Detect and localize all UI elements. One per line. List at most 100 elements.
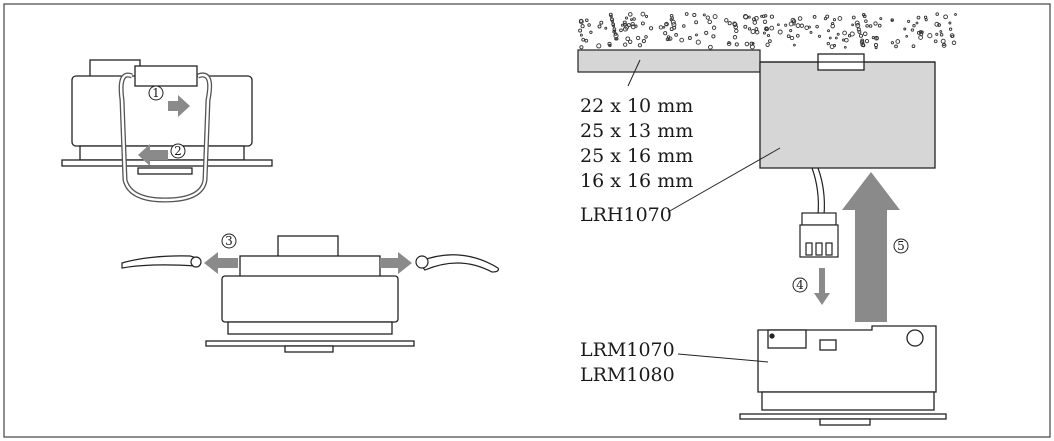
ceiling-texture-dot xyxy=(851,23,854,27)
cable-size-2: 25 x 13 mm xyxy=(580,120,693,142)
ceiling-texture-dot xyxy=(851,15,856,20)
ceiling-texture-dot xyxy=(584,38,589,43)
ceiling-texture-dot xyxy=(608,12,613,17)
ceiling-texture-dot xyxy=(705,15,710,20)
ceiling-texture-dot xyxy=(597,24,602,29)
ceiling-texture-dot xyxy=(825,14,830,19)
ceiling-texture-dot xyxy=(694,20,699,25)
arrow-right-icon xyxy=(380,252,412,274)
ceiling-texture-dot xyxy=(628,12,633,17)
ceiling-texture-dot xyxy=(599,20,604,25)
arrow-right-icon xyxy=(168,95,190,117)
ceiling-texture-dot xyxy=(843,45,847,49)
ceiling-texture-dot xyxy=(750,29,756,35)
ceiling-texture-dot xyxy=(623,22,627,27)
ceiling-texture-dot xyxy=(734,42,739,47)
ceiling-texture-dot xyxy=(948,21,952,25)
arrow-left-icon xyxy=(204,252,238,274)
ceiling-texture-dot xyxy=(612,24,616,28)
ceiling-texture-dot xyxy=(769,14,774,19)
ceiling-texture-dot xyxy=(766,33,771,38)
cable-size-3: 25 x 16 mm xyxy=(580,145,693,167)
ceiling-texture-dot xyxy=(752,20,758,25)
arrow-up-large-icon xyxy=(842,172,900,322)
ceiling-texture-dot xyxy=(942,42,946,47)
ceiling-texture-dot xyxy=(724,18,729,23)
ceiling-texture-dot xyxy=(915,21,919,25)
ceiling-texture-dot xyxy=(939,30,943,33)
ceiling-texture-dot xyxy=(842,30,847,36)
ceiling-texture-dot xyxy=(637,43,642,48)
step-4-badge: 4 xyxy=(792,277,808,293)
ceiling-texture-dot xyxy=(868,24,873,28)
ceiling-texture-dot xyxy=(873,21,878,26)
module-side-view-2 xyxy=(205,235,415,353)
ceiling-texture-dot xyxy=(579,45,584,50)
ceiling-texture-dot xyxy=(578,19,584,25)
ceiling-texture-dot xyxy=(916,15,921,20)
ceiling-texture-dot xyxy=(859,40,865,45)
ceiling-texture-dot xyxy=(649,26,654,31)
ceiling-texture-dot xyxy=(939,32,944,37)
module-cable xyxy=(811,167,825,216)
ceiling-texture-dot xyxy=(635,35,641,41)
ceiling-texture-dot xyxy=(844,37,849,43)
ceiling-texture-dot xyxy=(644,14,649,18)
ceiling-texture-dot xyxy=(634,24,638,28)
ceiling-texture-dot xyxy=(628,39,633,44)
ceiling-texture-dot xyxy=(951,40,957,46)
ceiling-texture-dot xyxy=(890,41,894,45)
ceiling-texture-dot xyxy=(607,41,612,46)
ceiling-texture-dot xyxy=(860,42,865,48)
ceiling-texture-dot xyxy=(910,28,915,32)
step-2-badge: 2 xyxy=(170,143,186,159)
ceiling-texture-dot xyxy=(747,27,752,31)
ceiling-texture-dot xyxy=(587,23,591,27)
ceiling-texture-dot xyxy=(920,30,924,34)
ceiling-texture-dot xyxy=(663,31,668,36)
ceiling-texture-dot xyxy=(943,14,948,20)
step-1-number: 1 xyxy=(152,86,160,100)
ceiling-texture-dot xyxy=(733,24,738,30)
module-model-label-1: LRM1070 xyxy=(580,339,675,361)
ceiling-texture-dot xyxy=(912,24,916,28)
step-1-badge: 1 xyxy=(148,85,164,101)
ceiling-texture-dot xyxy=(743,24,748,29)
ceiling-texture-dot xyxy=(907,19,911,23)
ceiling-texture-dot xyxy=(664,22,668,27)
ceiling-texture-dot xyxy=(580,24,585,29)
ceiling-texture-dot xyxy=(854,20,860,26)
step-3-badge: 3 xyxy=(221,233,237,249)
ceiling-texture-dot xyxy=(589,30,593,34)
ceiling-texture-dot xyxy=(862,31,868,37)
ceiling-texture-dot xyxy=(807,25,811,29)
ceiling-texture-dot xyxy=(762,19,768,24)
ceiling-texture-dot xyxy=(874,35,879,41)
ceiling-texture-dot xyxy=(784,23,788,27)
step-2-number: 2 xyxy=(174,144,182,158)
ceiling-texture-dot xyxy=(749,44,755,50)
ceiling-texture-dot xyxy=(830,23,835,29)
ceiling-texture-dot xyxy=(954,13,957,16)
ceiling-texture-dot xyxy=(726,41,732,46)
ceiling-texture-dot xyxy=(935,12,939,16)
ceiling-texture-dot xyxy=(711,25,717,30)
ceiling-texture-dot xyxy=(619,28,623,33)
ceiling-texture-dot xyxy=(762,31,766,35)
ceiling-texture-dot xyxy=(903,27,907,31)
step-5-badge: 5 xyxy=(893,238,909,254)
ceiling-texture-dot xyxy=(828,36,832,40)
housing-model-label: LRH1070 xyxy=(580,204,672,226)
ceiling-texture-dot xyxy=(682,24,686,28)
ceiling-texture-dot xyxy=(744,41,750,47)
ceiling-texture-dot xyxy=(918,35,923,40)
leader-line-module xyxy=(677,353,769,363)
cable-duct xyxy=(577,49,761,87)
ceiling-texture-dot xyxy=(916,30,921,35)
ceiling-texture-dot xyxy=(760,14,764,18)
housing-lrh1070 xyxy=(759,53,936,169)
ceiling-texture-dot xyxy=(894,44,898,49)
ceiling-texture-dot xyxy=(702,13,706,17)
ceiling-texture-dot xyxy=(712,14,718,20)
